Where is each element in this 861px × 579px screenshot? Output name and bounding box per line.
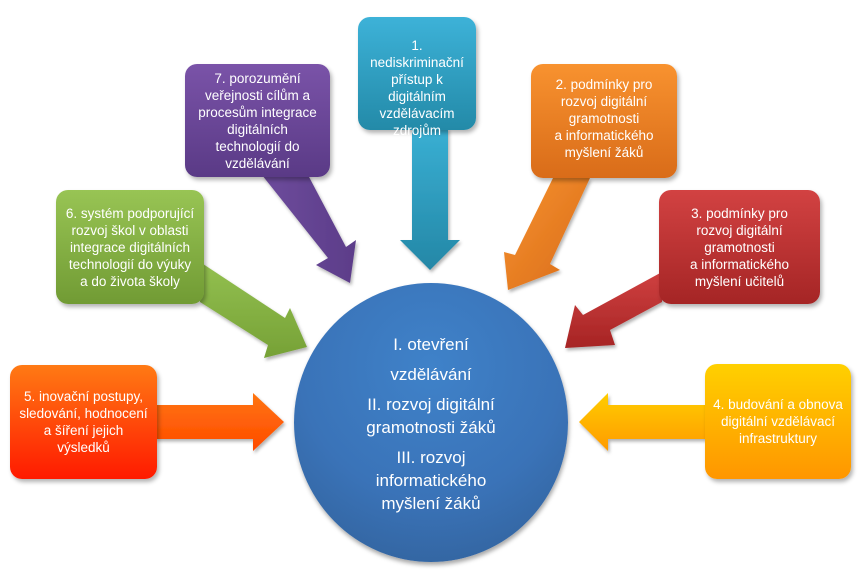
center-line-1: I. otevření bbox=[393, 335, 469, 354]
center-line-2: vzdělávání bbox=[390, 365, 472, 384]
node-4-infrastructure: 4. budování a obnova digitální vzdělávac… bbox=[705, 364, 851, 479]
node-2-text: 2. podmínky pro rozvoj digitální gramotn… bbox=[554, 76, 654, 160]
arrow-6-diagonal bbox=[200, 262, 307, 358]
node-5-text: 5. inovační postupy, sledování, hodnocen… bbox=[19, 389, 148, 455]
node-4-text: 4. budování a obnova digitální vzdělávac… bbox=[713, 397, 843, 446]
node-7-public-understanding: 7. porozumění veřejnosti cílům a procesů… bbox=[185, 64, 330, 177]
arrow-3-diagonal bbox=[565, 272, 662, 348]
node-2-student-conditions: 2. podmínky pro rozvoj digitální gramotn… bbox=[531, 64, 677, 178]
center-line-6: informatického bbox=[375, 471, 487, 490]
node-3-teacher-conditions: 3. podmínky pro rozvoj digitální gramotn… bbox=[659, 190, 820, 304]
node-5-innovation: 5. inovační postupy, sledování, hodnocen… bbox=[10, 365, 157, 479]
arrow-4-left bbox=[579, 393, 707, 451]
center-line-7: myšlení žáků bbox=[381, 494, 481, 513]
center-goals-circle: I. otevření vzdělávání II. rozvoj digitá… bbox=[294, 283, 568, 562]
node-6-text: 6. systém podporující rozvoj škol v obla… bbox=[65, 205, 195, 289]
node-6-school-support-system: 6. systém podporující rozvoj škol v obla… bbox=[56, 190, 204, 304]
node-1-nondiscriminatory-access: 1. nediskriminační přístup k digitálním … bbox=[358, 17, 476, 138]
arrow-5-right bbox=[155, 393, 284, 451]
node-3-text: 3. podmínky pro rozvoj digitální gramotn… bbox=[689, 205, 790, 289]
center-line-4: gramotnosti žáků bbox=[366, 418, 496, 437]
arrow-1-down bbox=[400, 128, 460, 270]
node-1-text: 1. nediskriminační přístup k digitálním … bbox=[370, 38, 464, 138]
center-line-3: II. rozvoj digitální bbox=[367, 395, 495, 414]
arrow-7-diagonal bbox=[262, 175, 356, 283]
node-7-text: 7. porozumění veřejnosti cílům a procesů… bbox=[198, 70, 317, 171]
arrow-2-diagonal bbox=[504, 178, 590, 290]
center-line-5: III. rozvoj bbox=[396, 448, 466, 467]
